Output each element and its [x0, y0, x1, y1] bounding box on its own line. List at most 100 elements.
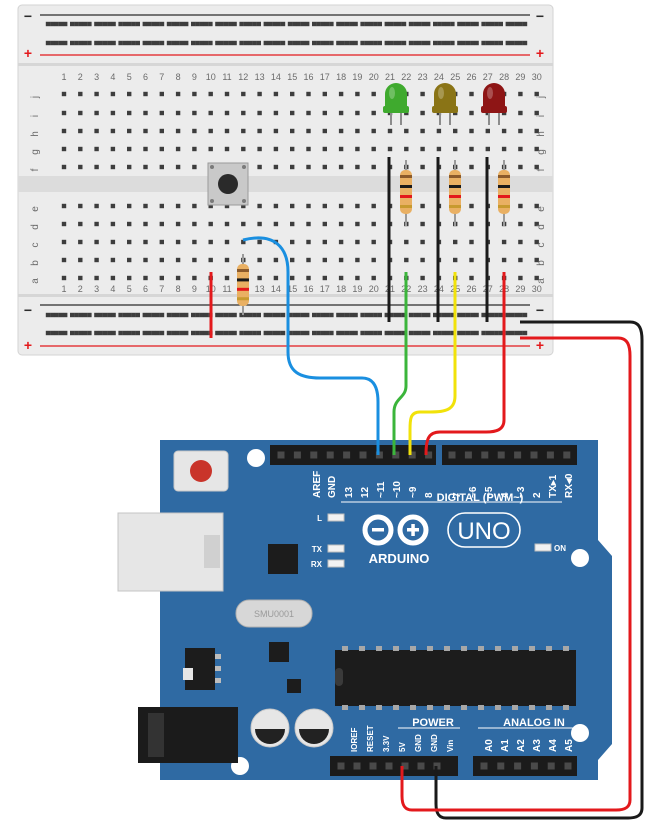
breadboard-hole — [296, 21, 301, 27]
breadboard-hole — [224, 275, 230, 281]
breadboard-hole — [155, 40, 160, 46]
breadboard-hole — [94, 146, 99, 152]
breadboard-hole — [300, 21, 306, 27]
breadboard-hole — [371, 110, 376, 116]
breadboard-hole — [127, 40, 132, 46]
breadboard-hole — [397, 330, 402, 336]
mcu-pin — [359, 705, 365, 710]
breadboard-hole — [501, 146, 507, 152]
breadboard-hole — [450, 40, 455, 46]
breadboard-hole — [151, 21, 156, 27]
breadboard-hole — [401, 312, 407, 318]
breadboard-hole — [143, 257, 148, 263]
breadboard-hole — [322, 128, 327, 134]
row-label: g — [536, 149, 547, 155]
top-rail-divider — [18, 63, 553, 66]
breadboard-hole — [223, 21, 229, 27]
power-pin-label: RESET — [366, 725, 375, 752]
breadboard-hole — [338, 110, 344, 116]
mcu-pin — [546, 705, 552, 710]
breadboard-hole — [505, 40, 510, 46]
breadboard-hole — [243, 21, 249, 27]
reset-button[interactable] — [190, 460, 212, 482]
breadboard-hole — [127, 110, 132, 116]
breadboard-hole — [518, 330, 523, 336]
breadboard-hole — [131, 330, 136, 336]
breadboard-hole — [94, 239, 99, 245]
resistor-band — [400, 195, 412, 198]
crystal-label: SMU0001 — [254, 609, 294, 619]
breadboard-hole — [534, 146, 539, 152]
breadboard-hole — [159, 221, 164, 227]
breadboard-hole — [501, 239, 507, 245]
breadboard-hole — [421, 40, 427, 46]
breadboard-hole — [94, 91, 99, 97]
column-label-top: 5 — [127, 72, 132, 82]
breadboard-hole — [50, 330, 55, 336]
breadboard-hole — [219, 40, 224, 46]
wire-black-gnd — [434, 320, 644, 820]
breadboard-hole — [457, 21, 462, 27]
breadboard-hole — [175, 257, 181, 263]
breadboard-hole — [184, 21, 189, 27]
digital-pin-label: 13 — [344, 486, 355, 498]
breadboard-hole — [494, 40, 499, 46]
breadboard-hole — [257, 146, 262, 152]
breadboard-hole — [397, 40, 402, 46]
breadboard-hole — [87, 40, 92, 46]
resistor-band — [400, 185, 412, 188]
breadboard-hole — [127, 221, 132, 227]
breadboard-hole — [224, 110, 230, 116]
breadboard-hole — [469, 110, 474, 116]
column-label-top: 26 — [466, 72, 476, 82]
resistor-band — [237, 269, 249, 272]
breadboard-hole — [420, 128, 425, 134]
breadboard-hole — [54, 21, 59, 27]
breadboard-hole — [107, 312, 112, 318]
column-label-bottom: 7 — [159, 284, 164, 294]
breadboard-hole — [433, 21, 438, 27]
breadboard-hole — [184, 312, 189, 318]
mcu-pin — [342, 705, 348, 710]
breadboard-hole — [338, 91, 344, 97]
breadboard-hole — [355, 203, 360, 209]
breadboard-hole — [110, 110, 116, 116]
breadboard-hole — [273, 146, 279, 152]
breadboard-hole — [305, 330, 310, 336]
breadboard-hole — [171, 312, 176, 318]
breadboard-hole — [171, 40, 176, 46]
breadboard-hole — [306, 275, 311, 281]
column-label-top: 18 — [336, 72, 346, 82]
breadboard-hole — [146, 312, 152, 318]
led-l-label: L — [317, 514, 322, 523]
breadboard-hole — [175, 128, 181, 134]
digital-header-right — [442, 445, 577, 465]
pushbutton[interactable] — [207, 162, 249, 206]
breadboard-hole — [393, 21, 398, 27]
breadboard-hole — [78, 257, 83, 263]
breadboard-hole — [102, 330, 108, 336]
breadboard-hole — [159, 239, 164, 245]
header-socket — [480, 762, 488, 770]
header-socket — [401, 762, 409, 770]
regulator-pin — [215, 678, 221, 683]
mcu-pin — [393, 646, 399, 651]
breadboard-hole — [239, 21, 244, 27]
breadboard-hole — [360, 21, 365, 27]
breadboard-hole — [420, 239, 425, 245]
breadboard-hole — [78, 239, 83, 245]
breadboard-hole — [208, 146, 213, 152]
breadboard-hole — [349, 40, 354, 46]
breadboard-hole — [322, 164, 327, 170]
breadboard-hole — [305, 40, 310, 46]
breadboard-hole — [82, 330, 88, 336]
analog-pin-label: A2 — [516, 739, 527, 752]
leds — [383, 83, 507, 125]
column-label-top: 15 — [287, 72, 297, 82]
breadboard-hole — [377, 40, 382, 46]
breadboard-hole — [469, 275, 474, 281]
breadboard-hole — [316, 330, 321, 336]
small-chip — [269, 642, 289, 662]
breadboard-hole — [485, 40, 491, 46]
